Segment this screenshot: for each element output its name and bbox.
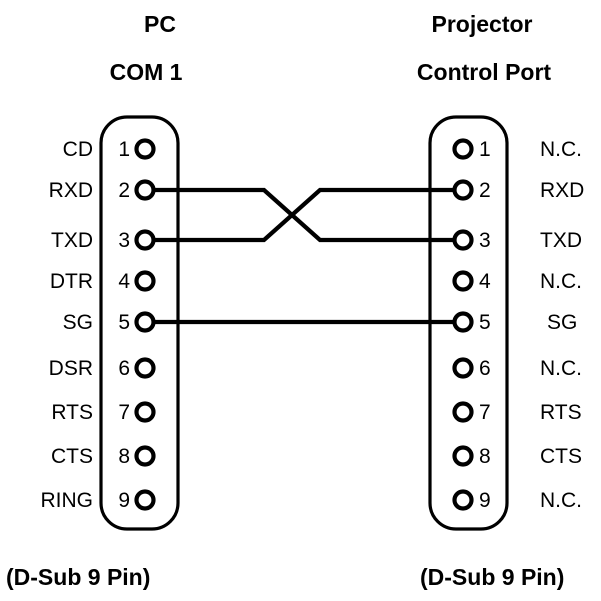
left-signal-label-3: TXD <box>51 229 93 252</box>
left-signal-label-9: RING <box>41 489 94 512</box>
left-signal-label-5: SG <box>63 311 93 334</box>
left-pin-circle-7 <box>134 401 156 423</box>
right-signal-label-8: CTS <box>540 445 582 468</box>
right-pin-number-5: 5 <box>479 311 491 334</box>
right-pin-circle-4 <box>452 270 474 292</box>
left-pin-circle-4 <box>134 270 156 292</box>
right-pin-number-2: 2 <box>479 179 491 202</box>
left-pin-number-8: 8 <box>118 445 130 468</box>
left-pin-number-6: 6 <box>118 357 130 380</box>
wire-left3-to-right2 <box>152 187 455 243</box>
right-pin-circle-1 <box>452 138 474 160</box>
left-connector-title: PC <box>144 11 176 37</box>
right-signal-label-1: N.C. <box>540 138 582 161</box>
right-pin-circle-9 <box>452 489 474 511</box>
left-signal-label-1: CD <box>63 138 93 161</box>
right-pin-number-8: 8 <box>479 445 491 468</box>
left-pin-circle-2 <box>134 179 156 201</box>
right-pin-circle-6 <box>452 357 474 379</box>
left-connector-caption: (D-Sub 9 Pin) <box>6 564 150 590</box>
left-connector-subtitle: COM 1 <box>110 59 183 85</box>
right-signal-label-4: N.C. <box>540 270 582 293</box>
left-signal-label-8: CTS <box>51 445 93 468</box>
right-signal-label-7: RTS <box>540 401 582 424</box>
left-pin-circle-3 <box>134 229 156 251</box>
right-pin-circle-2 <box>452 179 474 201</box>
right-signal-label-5: SG <box>547 311 577 334</box>
wire-left2-to-right3 <box>152 187 455 243</box>
right-signal-label-6: N.C. <box>540 357 582 380</box>
right-pin-number-3: 3 <box>479 229 491 252</box>
right-signal-label-2: RXD <box>540 179 584 202</box>
left-signal-label-6: DSR <box>49 357 93 380</box>
right-pin-number-9: 9 <box>479 489 491 512</box>
left-pin-circle-5 <box>134 311 156 333</box>
left-pin-circle-9 <box>134 489 156 511</box>
left-pin-number-2: 2 <box>118 179 130 202</box>
right-connector-caption: (D-Sub 9 Pin) <box>420 564 564 590</box>
left-pin-circle-6 <box>134 357 156 379</box>
left-pin-number-3: 3 <box>118 229 130 252</box>
right-pin-number-7: 7 <box>479 401 491 424</box>
right-pin-number-6: 6 <box>479 357 491 380</box>
left-pin-number-1: 1 <box>118 138 130 161</box>
left-pin-number-5: 5 <box>118 311 130 334</box>
left-pin-number-9: 9 <box>118 489 130 512</box>
right-signal-label-3: TXD <box>540 229 582 252</box>
left-signal-label-2: RXD <box>49 179 93 202</box>
right-signal-label-9: N.C. <box>540 489 582 512</box>
right-pin-circle-5 <box>452 311 474 333</box>
right-connector-subtitle: Control Port <box>417 59 551 85</box>
left-pin-number-4: 4 <box>118 270 130 293</box>
left-pin-number-7: 7 <box>118 401 130 424</box>
right-pin-circle-3 <box>452 229 474 251</box>
left-signal-label-4: DTR <box>50 270 93 293</box>
left-pin-circle-1 <box>134 138 156 160</box>
right-pin-number-1: 1 <box>479 138 491 161</box>
left-pin-circle-8 <box>134 445 156 467</box>
left-signal-label-7: RTS <box>51 401 93 424</box>
right-pin-circle-8 <box>452 445 474 467</box>
right-connector-title: Projector <box>432 11 533 37</box>
right-pin-number-4: 4 <box>479 270 491 293</box>
right-pin-circle-7 <box>452 401 474 423</box>
